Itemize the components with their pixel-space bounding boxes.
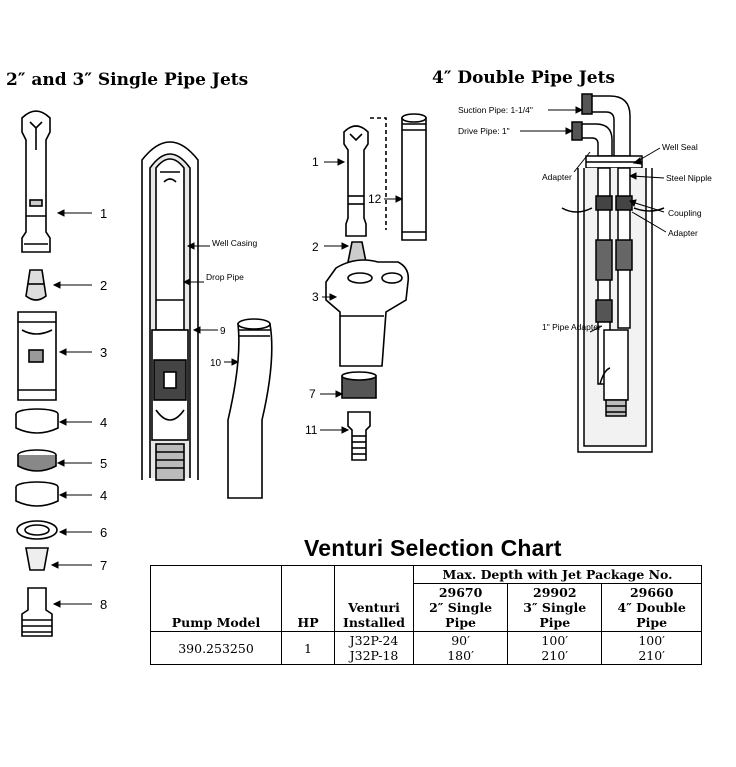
mid-part-number-1: 1 <box>312 155 319 169</box>
mid-part-number-7: 7 <box>309 387 316 401</box>
cell-venturi: J32P-24 J32P-18 <box>334 631 414 665</box>
part-number-2: 2 <box>100 278 107 293</box>
mid-part-number-11: 11 <box>305 423 318 437</box>
label-drop-pipe: Drop Pipe <box>206 272 244 282</box>
part-number-4-lower: 4 <box>100 488 107 503</box>
chart-title: Venturi Selection Chart <box>304 535 562 561</box>
label-well: Well Casing <box>212 238 257 248</box>
mid-part-number-2: 2 <box>312 240 319 254</box>
venturi-selection-table: Pump Model HP Venturi Installed Max. Dep… <box>150 565 702 665</box>
heading-double-pipe-jets: 4″ Double Pipe Jets <box>432 68 616 88</box>
label-steel-nipple: Steel Nipple <box>666 173 712 183</box>
cell-depth-package-1: 90′ 180′ <box>412 631 509 665</box>
cell-depth-package-3: 100′ 210′ <box>601 631 702 665</box>
mid-part-number-3: 3 <box>312 290 319 304</box>
label-well-seal: Well Seal <box>662 142 698 152</box>
part-number-7: 7 <box>100 558 107 573</box>
part-number-1: 1 <box>100 206 107 221</box>
label-part-9: 9 <box>220 326 226 337</box>
header-venturi-installed: Venturi Installed <box>334 565 414 632</box>
header-package-2: 29902 3″ Single Pipe <box>507 583 603 632</box>
label-coupling: Coupling <box>668 208 702 218</box>
cell-hp: 1 <box>281 631 335 665</box>
heading-single-pipe-jets: 2″ and 3″ Single Pipe Jets <box>6 70 249 90</box>
label-suction-pipe: Suction Pipe: 1-1/4" <box>458 105 533 115</box>
mid-part-number-12: 12 <box>368 192 382 206</box>
cell-pump-model: 390.253250 <box>150 631 282 665</box>
part-number-4: 4 <box>100 415 107 430</box>
header-hp: HP <box>281 565 335 632</box>
label-pipe-adapter: 1" Pipe Adapter <box>542 322 601 332</box>
label-adapter-top: Adapter <box>542 172 572 182</box>
label-part-10: 10 <box>210 358 222 369</box>
header-package-1: 29670 2″ Single Pipe <box>412 583 509 632</box>
part-number-5: 5 <box>100 456 107 471</box>
table-row: 390.253250 1 J32P-24 J32P-18 90′ 180′ 10… <box>150 631 702 665</box>
cell-depth-package-2: 100′ 210′ <box>507 631 603 665</box>
header-max-depth-group: Max. Depth with Jet Package No. <box>413 565 702 584</box>
label-well-casing: Well Casing <box>212 238 257 248</box>
part-number-3: 3 <box>100 345 107 360</box>
label-drive-pipe: Drive Pipe: 1" <box>458 126 510 136</box>
part-number-8: 8 <box>100 597 107 612</box>
part-number-6: 6 <box>100 525 107 540</box>
header-package-3: 29660 4″ Double Pipe <box>601 583 702 632</box>
label-adapter-right: Adapter <box>668 228 698 238</box>
header-pump-model: Pump Model <box>150 565 282 632</box>
